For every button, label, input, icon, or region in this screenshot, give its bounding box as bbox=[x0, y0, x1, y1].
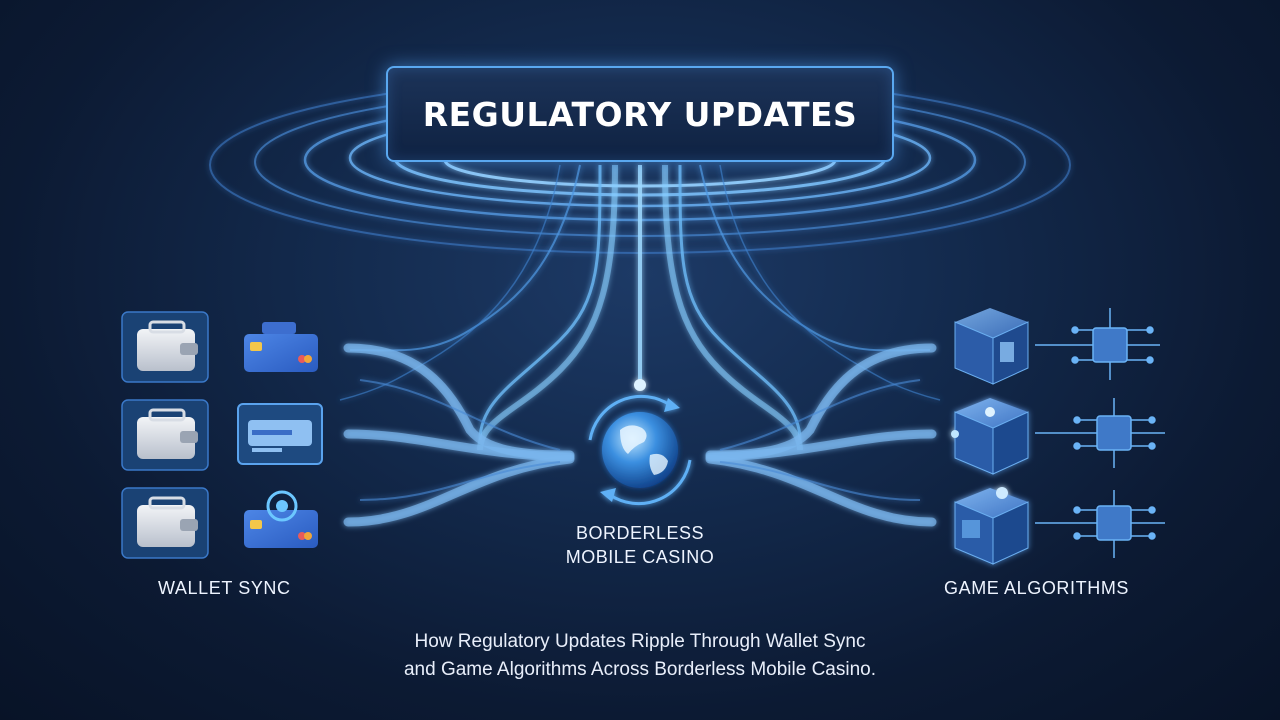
central-streams bbox=[339, 164, 941, 451]
center-label: BORDERLESS MOBILE CASINO bbox=[540, 521, 740, 569]
left-connectors bbox=[343, 343, 575, 527]
right-connectors bbox=[705, 343, 937, 527]
wallet-icon bbox=[137, 408, 198, 459]
center-label-line1: BORDERLESS bbox=[575, 523, 705, 543]
game-cube-icon bbox=[951, 398, 1029, 475]
caption-line2: and Game Algorithms Across Borderless Mo… bbox=[403, 659, 877, 680]
globe-icon bbox=[588, 394, 692, 506]
chip-icon bbox=[1035, 308, 1160, 380]
credit-card-icon bbox=[244, 322, 318, 372]
right-icon-grid bbox=[951, 308, 1165, 565]
game-cube-icon bbox=[954, 487, 1029, 565]
caption-line1: How Regulatory Updates Ripple Through Wa… bbox=[414, 631, 866, 652]
game-algorithms-label: GAME ALGORITHMS bbox=[944, 578, 1130, 598]
caption: How Regulatory Updates Ripple Through Wa… bbox=[340, 628, 940, 684]
center-label-line2: MOBILE CASINO bbox=[565, 547, 715, 567]
wallet-icon bbox=[137, 320, 198, 371]
chip-icon bbox=[1035, 490, 1165, 558]
credit-card-icon bbox=[244, 490, 318, 548]
game-cube-icon bbox=[954, 308, 1029, 385]
chip-icon bbox=[1035, 398, 1165, 468]
title-text: REGULATORY UPDATES bbox=[422, 94, 858, 134]
wallet-sync-label: WALLET SYNC bbox=[158, 578, 291, 598]
wallet-icon bbox=[137, 496, 198, 547]
title-box: REGULATORY UPDATES bbox=[386, 66, 894, 162]
credit-card-icon bbox=[237, 403, 323, 465]
left-icon-grid bbox=[121, 311, 323, 559]
